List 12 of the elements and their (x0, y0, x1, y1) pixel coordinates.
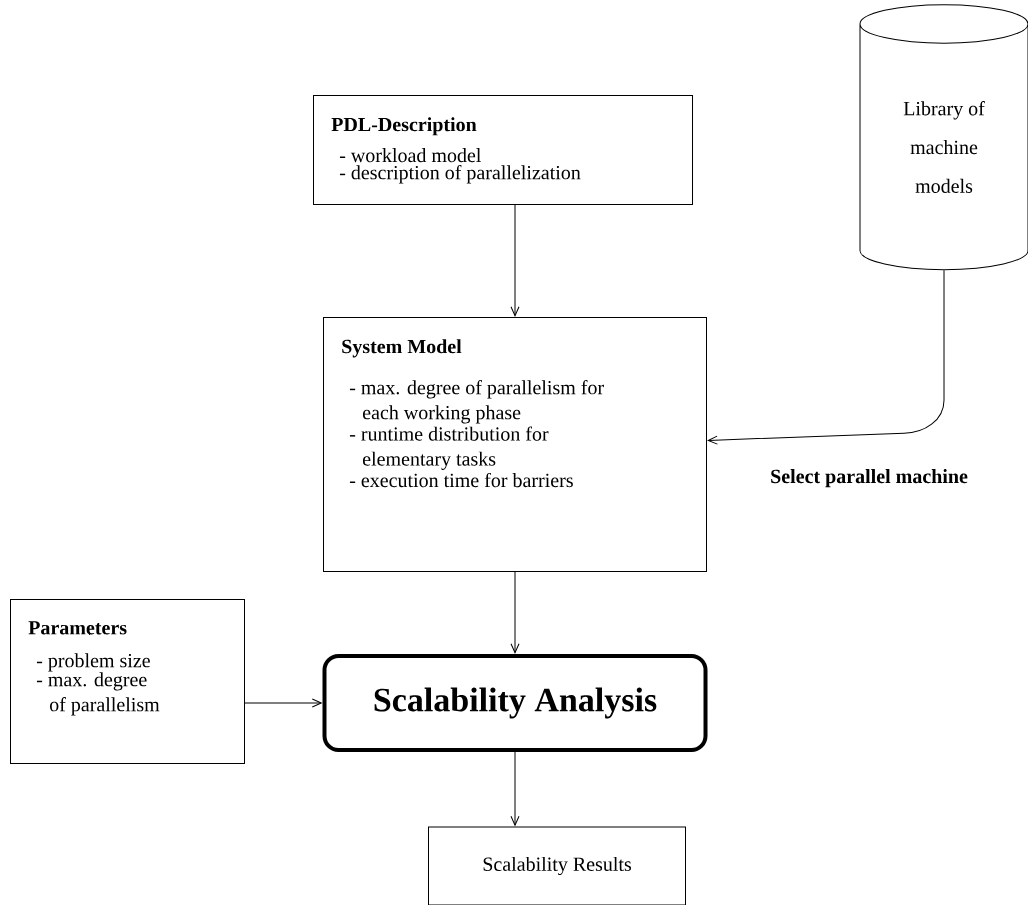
arrow (510, 204, 520, 317)
arrow (510, 571, 520, 654)
arrow (510, 751, 520, 826)
arrow (707, 269, 945, 445)
result-box: Scalability Results (428, 826, 686, 905)
database-cylinder: Library of machine models (859, 4, 1028, 271)
process-box: PDL-Description - workload model - description of parallelization (313, 95, 693, 205)
process-box: System Model - max. degree of parallelism for each working phase - runtime distribution for elementary tasks - execution time for barriers (323, 317, 707, 572)
analysis-box: Scalability Analysis (322, 654, 708, 752)
edge-label: Select parallel machine (768, 467, 970, 490)
process-box: Parameters - problem size - max. degree of parallelism (10, 599, 245, 764)
arrow (244, 698, 322, 708)
